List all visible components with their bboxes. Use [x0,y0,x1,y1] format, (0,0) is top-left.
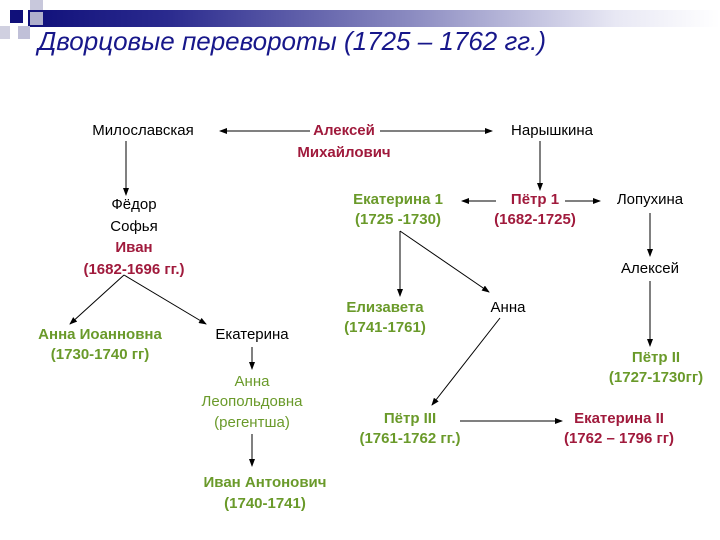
decor-square [30,0,43,10]
node-petr2: Пётр II [631,349,681,366]
node-elizaveta: Елизавета [346,299,424,316]
arrow [399,230,490,293]
arrow [123,274,207,325]
node-lopukhina: Лопухина [616,191,684,208]
node-ivan-antonovich-years: (1740-1741) [224,495,306,512]
node-elizaveta-years: (1741-1761) [344,319,426,336]
node-anna-ioannovna: Анна Иоанновна [38,326,162,343]
decor-square [0,26,10,39]
node-ivan-antonovich: Иван Антонович [203,474,327,491]
node-aleksei: Алексей [620,260,680,277]
node-petr3-years: (1761-1762 гг.) [359,430,461,447]
node-anna-leopoldovna: Анна [234,373,270,390]
node-aleksei-mikhailovich: Михайлович [297,144,391,161]
node-fedor: Фёдор [111,196,157,213]
arrow [431,317,501,406]
node-anna: Анна [490,299,526,316]
node-naryshkina: Нарышкина [511,122,593,139]
node-ekaterina1-years: (1725 -1730) [355,211,441,228]
node-petr2-years: (1727-1730гг) [608,369,704,386]
node-miloslavskaya: Милославская [92,122,194,139]
decor-square [30,12,43,25]
node-ekaterina1: Екатерина 1 [353,191,443,208]
node-ivan: Иван [115,239,153,256]
node-ivan-years: (1682-1696 гг.) [83,261,185,278]
node-ekaterina2-years: (1762 – 1796 гг) [563,430,675,447]
node-aleksei-mikhailovich: Алексей [313,122,375,139]
page-title: Дворцовые перевороты (1725 – 1762 гг.) [38,26,547,56]
node-ekaterina2: Екатерина II [574,410,664,427]
decor-square [18,26,30,39]
node-anna-leopoldovna-role: (регентша) [214,414,290,431]
node-anna-ioannovna-years: (1730-1740 гг) [50,346,150,363]
arrow [69,274,125,325]
decor-square [10,10,23,23]
node-ekaterina: Екатерина [215,326,289,343]
node-petr1-years: (1682-1725) [494,211,576,228]
node-petr1: Пётр 1 [510,191,560,208]
node-anna-leopoldovna: Леопольдовна [201,393,303,410]
header-gradient-band [28,10,720,27]
node-sofya: Софья [110,218,158,235]
node-petr3: Пётр III [383,410,437,427]
